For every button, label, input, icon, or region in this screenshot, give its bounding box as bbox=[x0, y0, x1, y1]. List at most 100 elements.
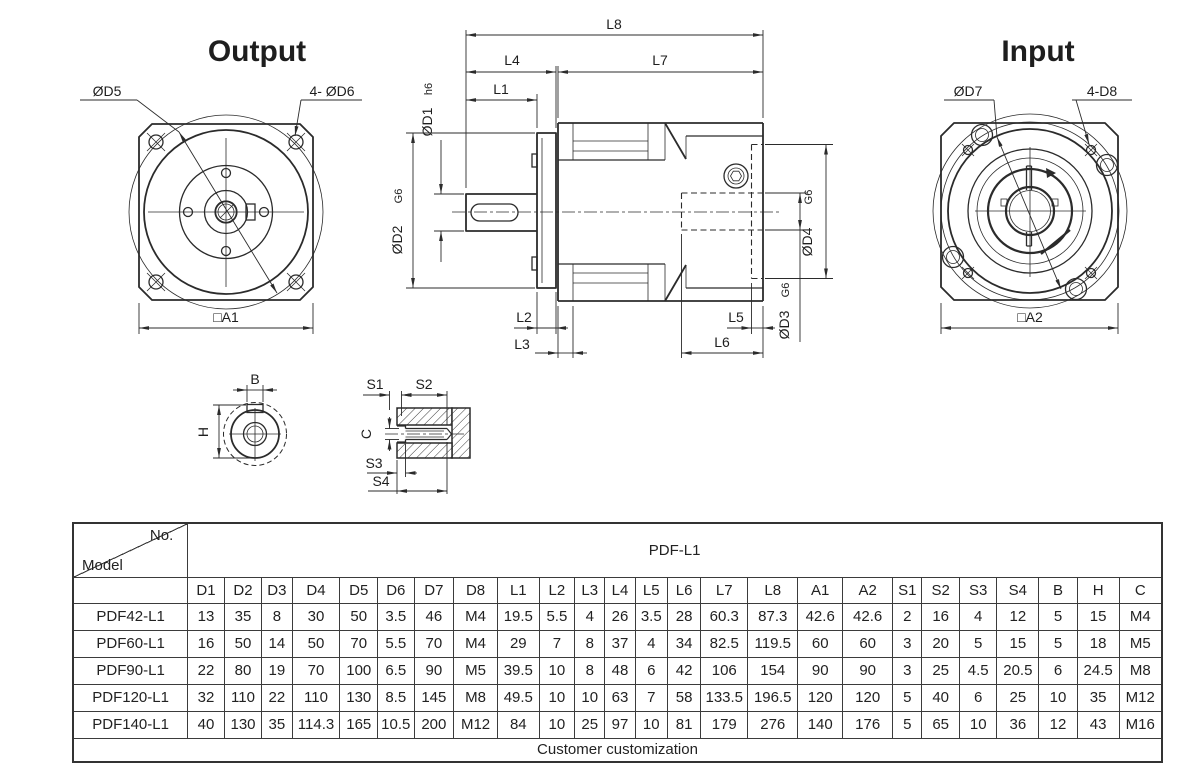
value-cell: 87.3 bbox=[747, 602, 799, 631]
column-header: S4 bbox=[996, 576, 1040, 604]
value-cell: 35 bbox=[1076, 683, 1120, 712]
value-cell: 84 bbox=[496, 710, 540, 739]
value-cell: 5 bbox=[958, 629, 998, 658]
value-cell: 70 bbox=[291, 656, 341, 685]
value-cell: 130 bbox=[339, 683, 379, 712]
value-cell: 10 bbox=[958, 710, 998, 739]
column-header: L1 bbox=[496, 576, 540, 604]
value-cell: 15 bbox=[1076, 602, 1120, 631]
column-header: D8 bbox=[453, 576, 498, 604]
value-cell: 35 bbox=[223, 602, 263, 631]
shaft-keyway-slot bbox=[470, 203, 519, 222]
value-cell: 6 bbox=[958, 683, 998, 712]
value-cell: 196.5 bbox=[747, 683, 799, 712]
value-cell: 20.5 bbox=[996, 656, 1040, 685]
value-cell: 36 bbox=[996, 710, 1040, 739]
value-cell: 63 bbox=[604, 683, 636, 712]
value-cell: 80 bbox=[223, 656, 263, 685]
value-cell: 25 bbox=[574, 710, 606, 739]
value-cell: 3 bbox=[892, 629, 923, 658]
value-cell: 90 bbox=[797, 656, 844, 685]
column-header: C bbox=[1118, 576, 1163, 604]
value-cell: 34 bbox=[666, 629, 702, 658]
a1-label: □A1 bbox=[213, 309, 239, 325]
output-view: Output ØD5 4- ØD6 □A bbox=[80, 35, 362, 334]
value-cell: 40 bbox=[921, 683, 960, 712]
d5-label: ØD5 bbox=[93, 83, 122, 99]
value-cell: 30 bbox=[291, 602, 341, 631]
value-cell: 26 bbox=[604, 602, 636, 631]
input-corner-holes bbox=[941, 123, 1119, 301]
value-cell: 4 bbox=[958, 602, 998, 631]
l8-label: L8 bbox=[606, 16, 622, 32]
value-cell: M5 bbox=[453, 656, 498, 685]
column-header: L3 bbox=[574, 576, 606, 604]
model-cell: PDF42-L1 bbox=[72, 602, 189, 631]
value-cell: 42 bbox=[666, 656, 702, 685]
value-cell: 130 bbox=[223, 710, 263, 739]
value-cell: 10 bbox=[538, 710, 576, 739]
input-flange-square bbox=[940, 122, 1119, 301]
value-cell: 119.5 bbox=[747, 629, 799, 658]
table-footer: Customer customization bbox=[72, 737, 1163, 763]
h-label: H bbox=[195, 427, 211, 437]
series-header-cell: PDF-L1 bbox=[187, 522, 1163, 578]
d2-label: ØD2 bbox=[389, 225, 405, 254]
column-header: D6 bbox=[377, 576, 415, 604]
value-cell: 10 bbox=[538, 656, 576, 685]
value-cell: M4 bbox=[453, 602, 498, 631]
value-cell: 5.5 bbox=[377, 629, 415, 658]
column-header: D3 bbox=[261, 576, 293, 604]
column-header: D2 bbox=[223, 576, 263, 604]
value-cell: 106 bbox=[700, 656, 749, 685]
model-cell: PDF90-L1 bbox=[72, 656, 189, 685]
d1-label: ØD1 bbox=[419, 107, 435, 136]
value-cell: 14 bbox=[261, 629, 293, 658]
column-header: L4 bbox=[604, 576, 636, 604]
value-cell: 22 bbox=[187, 656, 225, 685]
value-cell: 28 bbox=[666, 602, 702, 631]
column-header: D5 bbox=[339, 576, 379, 604]
corner-no-label: No. bbox=[149, 527, 174, 544]
b-label: B bbox=[250, 371, 259, 387]
value-cell: 10.5 bbox=[377, 710, 415, 739]
s1-label: S1 bbox=[366, 376, 383, 392]
value-cell: 50 bbox=[291, 629, 341, 658]
value-cell: 6 bbox=[1038, 656, 1078, 685]
value-cell: 32 bbox=[187, 683, 225, 712]
value-cell: 25 bbox=[921, 656, 960, 685]
value-cell: 37 bbox=[604, 629, 636, 658]
value-cell: 3 bbox=[892, 656, 923, 685]
value-cell: 145 bbox=[413, 683, 455, 712]
l7-label: L7 bbox=[652, 52, 668, 68]
column-header: S3 bbox=[958, 576, 998, 604]
l6-label: L6 bbox=[714, 334, 730, 350]
front-flange bbox=[536, 132, 557, 289]
value-cell: 120 bbox=[797, 683, 844, 712]
value-cell: 82.5 bbox=[700, 629, 749, 658]
column-header: L8 bbox=[747, 576, 799, 604]
value-cell: 58 bbox=[666, 683, 702, 712]
value-cell: 8.5 bbox=[377, 683, 415, 712]
input-small-holes bbox=[961, 143, 1098, 280]
d2-tol-label: G6 bbox=[393, 189, 405, 204]
corner-model-label: Model bbox=[82, 556, 123, 574]
key-view: B H bbox=[195, 371, 287, 466]
value-cell: 276 bbox=[747, 710, 799, 739]
d7-label: ØD7 bbox=[954, 83, 983, 99]
value-cell: M4 bbox=[1118, 602, 1163, 631]
input-view: Input bbox=[932, 35, 1132, 334]
value-cell: 39.5 bbox=[496, 656, 540, 685]
value-cell: 81 bbox=[666, 710, 702, 739]
value-cell: 3.5 bbox=[634, 602, 668, 631]
input-title: Input bbox=[1001, 35, 1074, 68]
value-cell: 46 bbox=[413, 602, 455, 631]
value-cell: 8 bbox=[261, 602, 293, 631]
value-cell: M12 bbox=[453, 710, 498, 739]
value-cell: 48 bbox=[604, 656, 636, 685]
value-cell: 50 bbox=[223, 629, 263, 658]
column-header: S1 bbox=[892, 576, 923, 604]
